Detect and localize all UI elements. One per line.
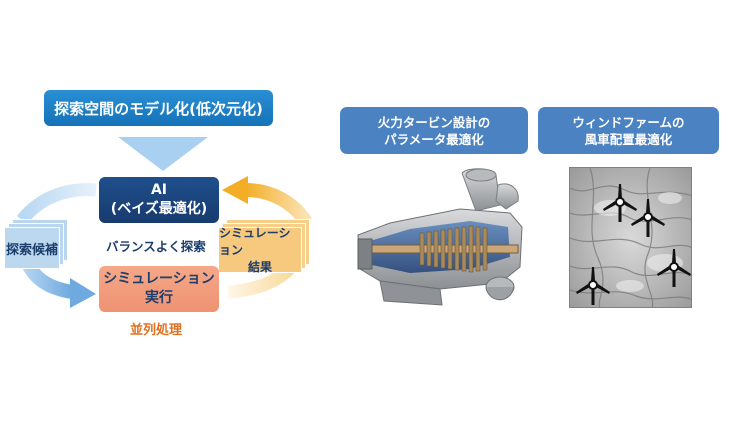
wind-turbine-icon — [631, 199, 665, 237]
example-turbine-line1: 火力タービン設計の — [377, 114, 491, 130]
sim-result-line1: シミュレーション — [219, 225, 291, 257]
sim-exec-line2: 実行 — [145, 290, 173, 306]
example-windfarm-pill: ウィンドファームの 風車配置最適化 — [538, 107, 719, 154]
orange-arc-top — [245, 183, 312, 227]
wind-turbine-icon — [603, 184, 637, 222]
ai-bayesian-box: AI (ベイズ最適化) — [99, 177, 219, 223]
wind-turbine-icons — [576, 184, 691, 305]
candidates-card: 探索候補 — [4, 227, 60, 269]
ai-box-line2: (ベイズ最適化) — [110, 201, 208, 217]
wind-turbine-icon — [576, 267, 610, 305]
balance-caption: バランスよく探索 — [106, 239, 206, 254]
ai-box-line1: AI — [150, 182, 168, 198]
example-turbine-line2: パラメータ最適化 — [384, 131, 484, 147]
down-arrow-triangle — [118, 137, 208, 171]
blue-arc-top — [16, 183, 97, 225]
orange-arrowhead — [222, 176, 248, 204]
sim-result-line2: 結果 — [247, 259, 272, 274]
example-turbine-pill: 火力タービン設計の パラメータ最適化 — [340, 107, 528, 154]
model-space-banner-label: 探索空間のモデル化(低次元化) — [54, 99, 263, 118]
turbine-cutaway-image — [357, 168, 523, 306]
model-space-banner: 探索空間のモデル化(低次元化) — [44, 90, 273, 126]
sim-exec-line1: シミュレーション — [103, 271, 215, 287]
blue-arrowhead — [70, 278, 96, 308]
sim-result-card: シミュレーション 結果 — [218, 225, 302, 274]
sim-exec-box: シミュレーション 実行 — [99, 266, 219, 312]
candidates-label: 探索候補 — [5, 242, 58, 258]
example-windfarm-line1: ウィンドファームの — [572, 114, 685, 130]
example-windfarm-line2: 風車配置最適化 — [584, 131, 673, 147]
wind-turbine-icon — [657, 249, 691, 287]
parallel-caption: 並列処理 — [130, 323, 183, 338]
